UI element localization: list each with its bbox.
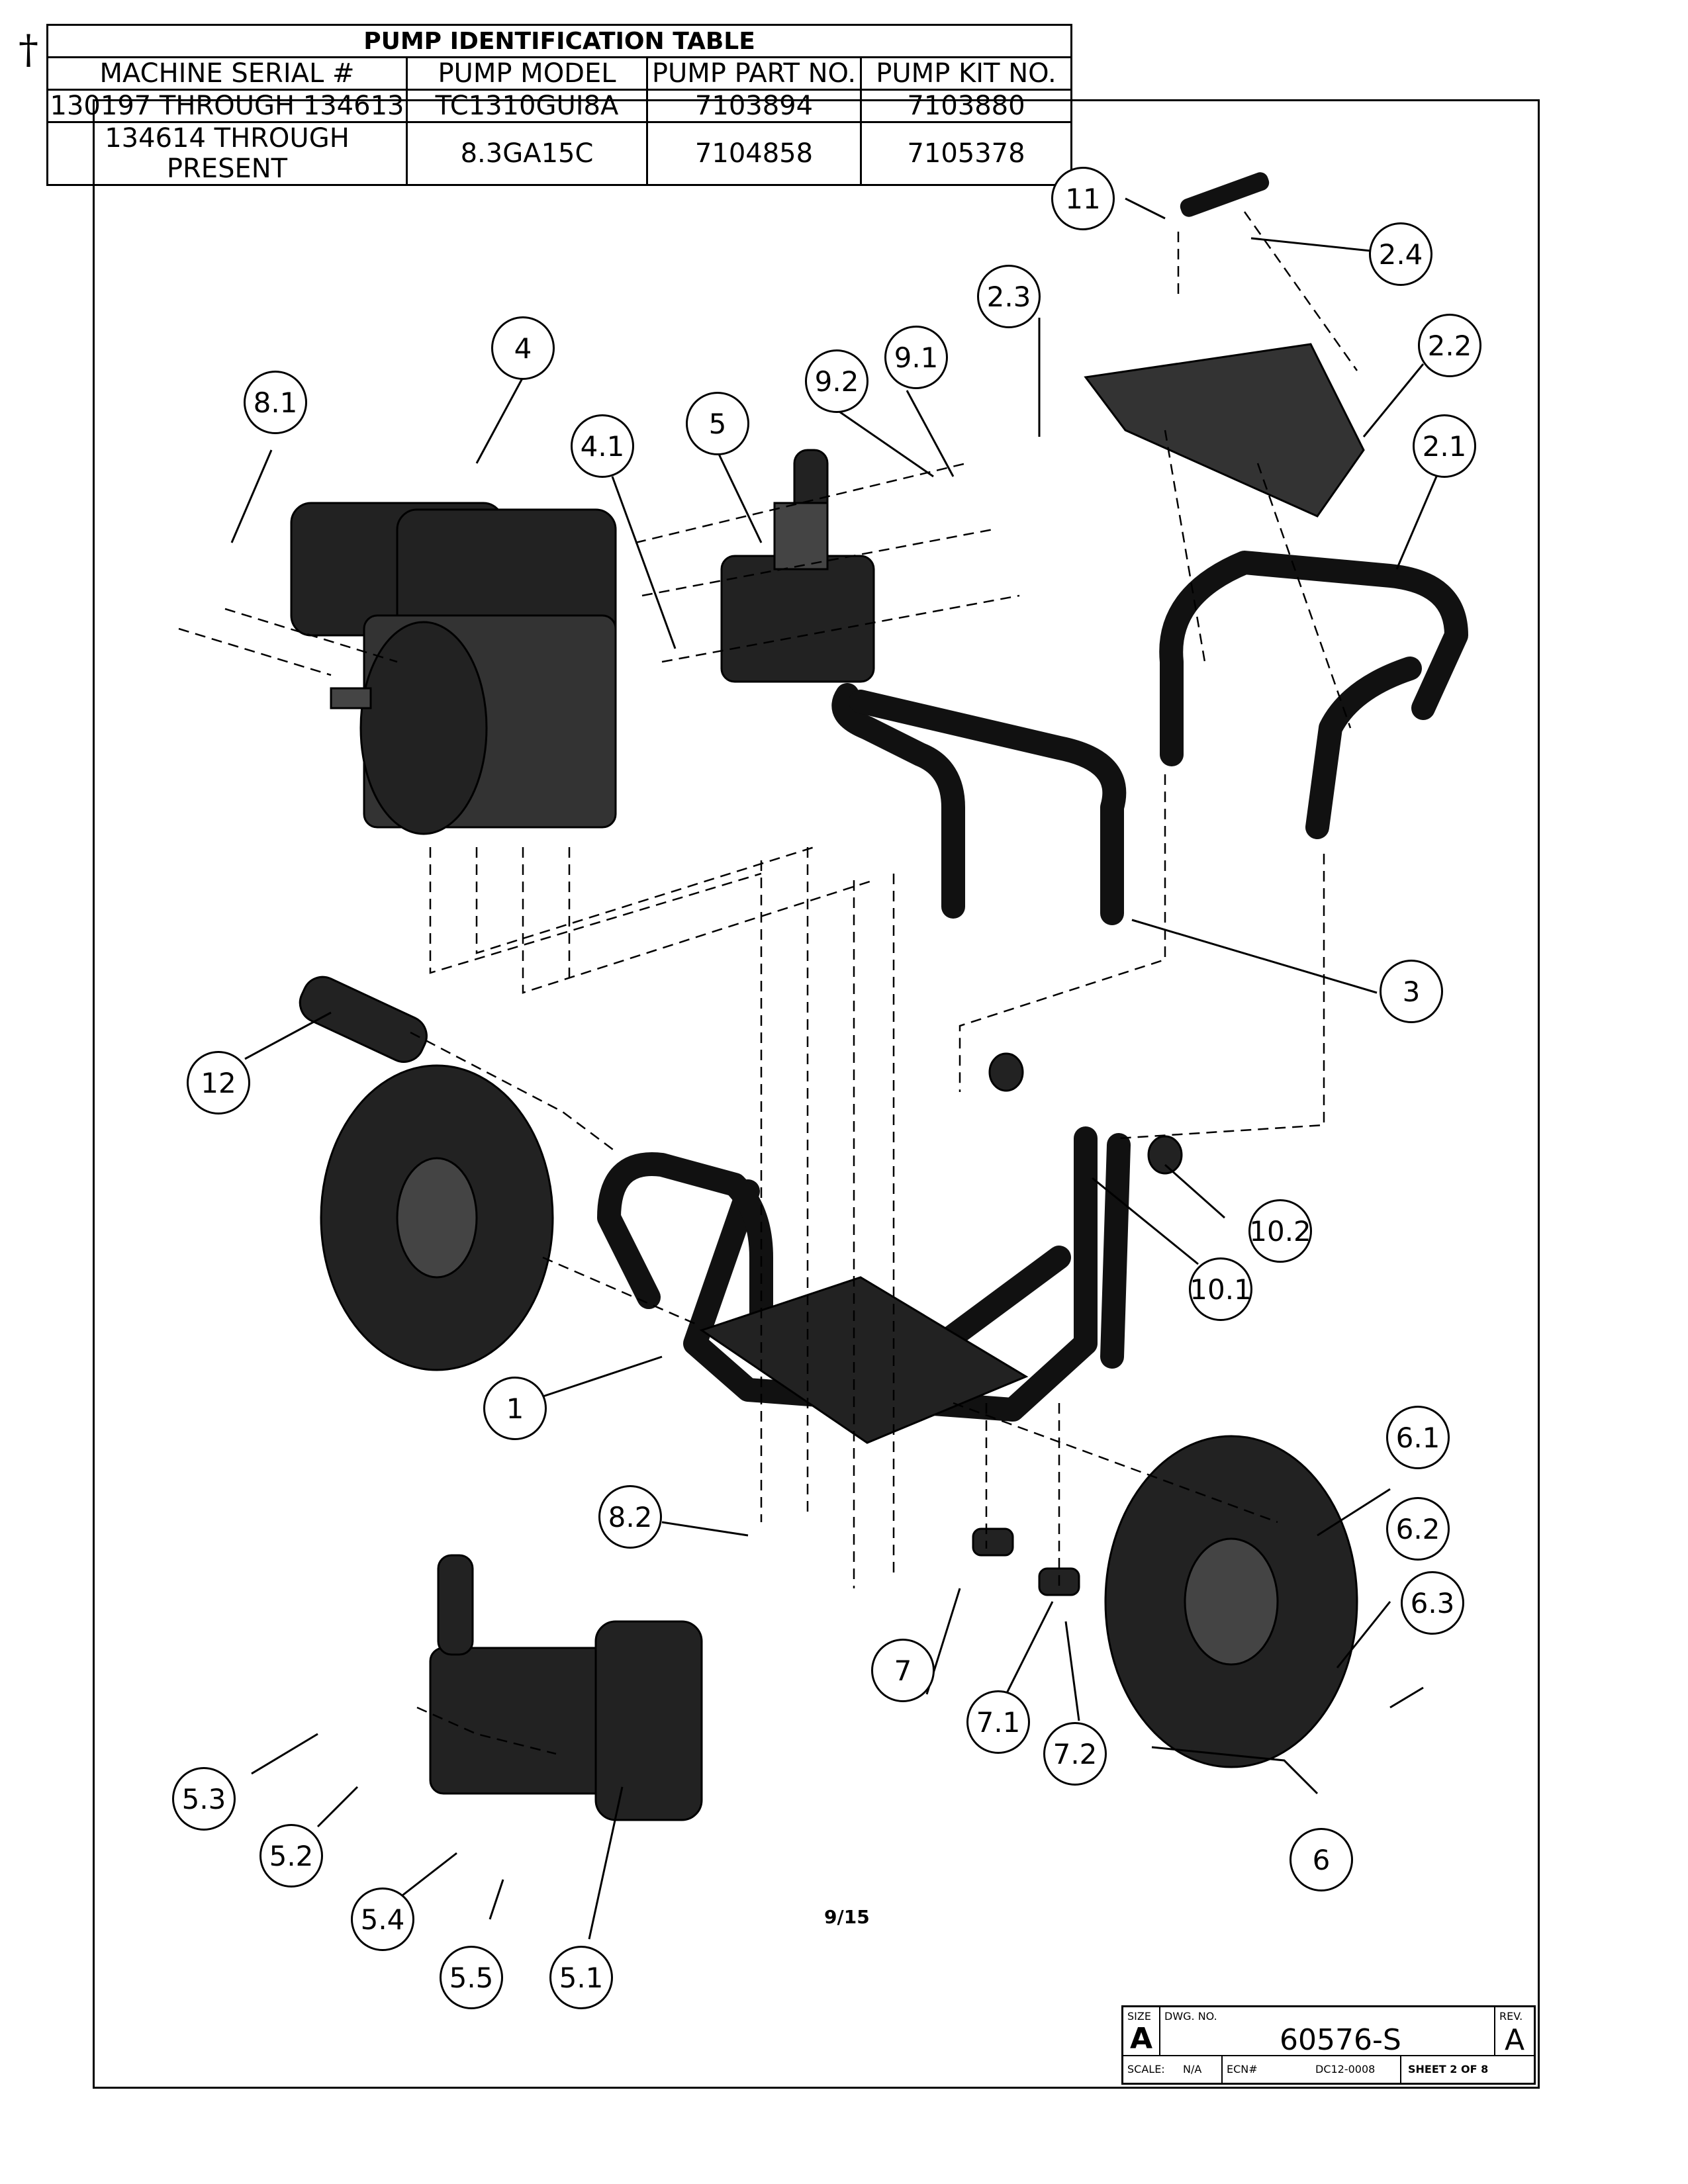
pump-illustration <box>720 449 875 683</box>
callout-9-2: 9.2 <box>805 349 868 413</box>
base-frame-tube <box>1100 1133 1131 1369</box>
callout-7-1: 7.1 <box>966 1690 1030 1754</box>
table-cell: 7105378 <box>860 121 1072 186</box>
table-title: PUMP IDENTIFICATION TABLE <box>46 24 1072 58</box>
right-wheel-illustration <box>1104 1435 1358 1768</box>
upper-frame-tube <box>831 683 965 919</box>
header-kit: PUMP KIT NO. <box>860 56 1072 91</box>
callout-11: 11 <box>1051 167 1115 230</box>
handle-plate <box>1084 343 1365 518</box>
upper-frame-tube <box>849 690 1127 925</box>
scale-value: N/A <box>1183 2063 1202 2075</box>
callout-7-2: 7.2 <box>1043 1722 1107 1786</box>
dwg-no-cell: DWG. NO. 60576-S <box>1160 2007 1495 2057</box>
ecn-value: DC12-0008 <box>1315 2063 1376 2075</box>
pump-identification-table: PUMP IDENTIFICATION TABLE MACHINE SERIAL… <box>46 24 1072 186</box>
header-serial: MACHINE SERIAL # <box>46 56 408 91</box>
rev-label: REV. <box>1499 2010 1523 2023</box>
size-cell: SIZE A <box>1123 2007 1160 2056</box>
callout-8-1: 8.1 <box>244 371 307 434</box>
sheet-value: SHEET 2 OF 8 <box>1408 2063 1489 2075</box>
callout-6-3: 6.3 <box>1401 1571 1464 1635</box>
table-cell: 8.3GA15C <box>406 121 648 186</box>
callout-5-2: 5.2 <box>259 1824 323 1888</box>
callout-1: 1 <box>483 1377 547 1440</box>
foot-illustration <box>972 1527 1014 1557</box>
callout-4: 4 <box>491 316 555 380</box>
callout-5-5: 5.5 <box>440 1946 503 2009</box>
callout-3: 3 <box>1380 960 1443 1023</box>
grip-illustration <box>1180 172 1270 217</box>
callout-2-3: 2.3 <box>977 265 1041 328</box>
dwg-no-label: DWG. NO. <box>1164 2010 1217 2023</box>
sheet-cell: SHEET 2 OF 8 <box>1401 2056 1534 2084</box>
scale-label: SCALE: <box>1127 2063 1165 2075</box>
table-cell: 7103880 <box>860 89 1072 123</box>
table-row: 134614 THROUGH PRESENT 8.3GA15C 7104858 … <box>46 121 1072 186</box>
table-cell: 134614 THROUGH PRESENT <box>46 121 408 186</box>
callout-12: 12 <box>187 1051 250 1115</box>
dwg-no-value: 60576-S <box>1280 2023 1401 2057</box>
knob-illustration <box>1147 1135 1183 1175</box>
table-cell: 130197 THROUGH 134613 <box>46 89 408 123</box>
callout-4-1: 4.1 <box>571 414 634 478</box>
handle-tube <box>1159 551 1468 766</box>
filter-illustration <box>299 976 428 1063</box>
callout-9-1: 9.1 <box>884 326 948 389</box>
callout-5-1: 5.1 <box>549 1946 613 2009</box>
table-cell: 7103894 <box>646 89 862 123</box>
ecn-cell: ECN# DC12-0008 <box>1223 2056 1401 2084</box>
callout-6-2: 6.2 <box>1386 1497 1450 1561</box>
callout-7: 7 <box>871 1639 935 1702</box>
callout-2-2: 2.2 <box>1418 314 1481 377</box>
left-wheel-illustration <box>320 1064 554 1371</box>
table-cell: TC1310GUI8A <box>406 89 648 123</box>
size-value: A <box>1130 2022 1153 2056</box>
callout-2-1: 2.1 <box>1413 414 1476 478</box>
size-label: SIZE <box>1127 2010 1151 2023</box>
callout-10-1: 10.1 <box>1189 1257 1252 1321</box>
rev-cell: REV. A <box>1495 2007 1534 2057</box>
page-number: 9/15 <box>824 1906 870 1928</box>
callout-5-3: 5.3 <box>172 1767 236 1831</box>
table-cell: 7104858 <box>646 121 862 186</box>
table-row: 130197 THROUGH 134613 TC1310GUI8A 710389… <box>46 89 1072 123</box>
drawing-frame <box>93 99 1540 2089</box>
callout-10-2: 10.2 <box>1248 1199 1312 1263</box>
revision-marker: † <box>19 26 38 73</box>
callout-6-1: 6.1 <box>1386 1406 1450 1469</box>
header-model: PUMP MODEL <box>406 56 648 91</box>
callout-2-4: 2.4 <box>1369 222 1432 286</box>
callout-6: 6 <box>1289 1828 1353 1891</box>
handle-tube <box>1305 657 1422 839</box>
knob-illustration <box>988 1052 1024 1092</box>
pump-detail-illustration <box>429 1554 703 1821</box>
header-part: PUMP PART NO. <box>646 56 862 91</box>
scale-cell: SCALE: N/A <box>1123 2056 1223 2084</box>
engine-illustration <box>290 502 617 835</box>
callout-5: 5 <box>686 392 749 455</box>
title-block: SIZE A DWG. NO. 60576-S REV. A SCALE: N/… <box>1121 2005 1536 2085</box>
base-frame-loop <box>597 1152 773 1336</box>
ecn-label: ECN# <box>1227 2063 1258 2075</box>
callout-5-4: 5.4 <box>351 1888 414 1951</box>
rev-value: A <box>1505 2023 1525 2057</box>
callout-8-2: 8.2 <box>598 1485 662 1549</box>
